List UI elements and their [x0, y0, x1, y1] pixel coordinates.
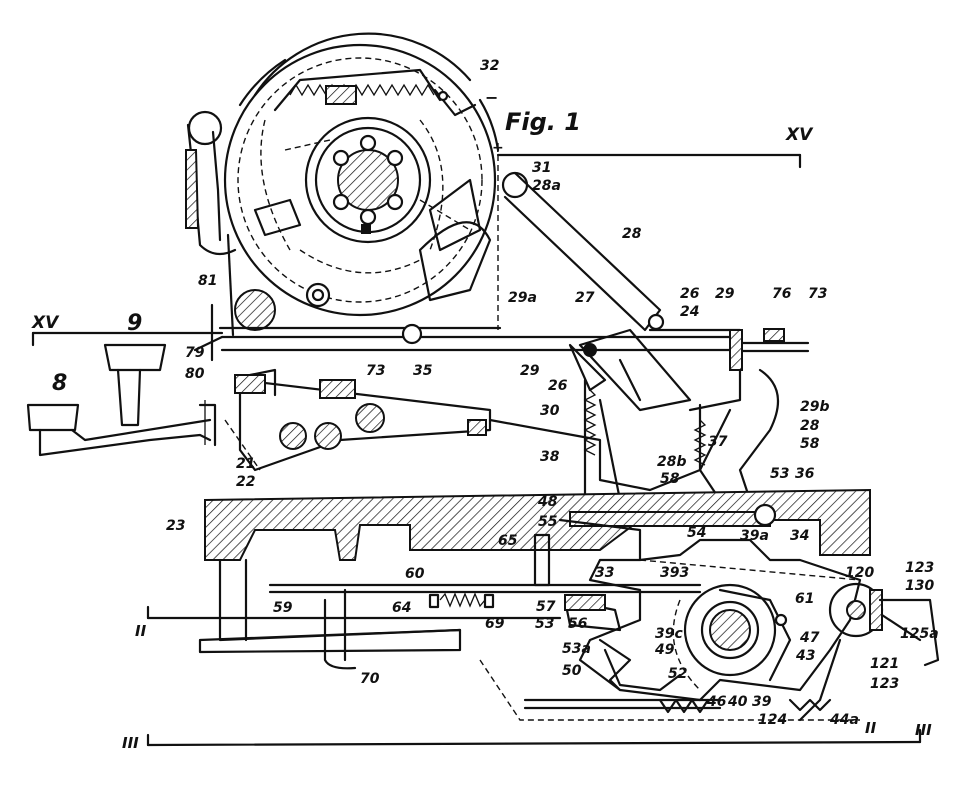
label-52: 52: [668, 666, 687, 682]
label-36: 36: [795, 466, 815, 482]
middle-plate: [224, 368, 702, 492]
section-mark-ii-right: II: [865, 719, 877, 737]
drum-wheel-assembly: [223, 32, 500, 317]
label-59: 59: [273, 600, 293, 616]
label-24: 24: [680, 304, 699, 320]
label-58: 58: [800, 436, 820, 452]
label-58-mid: 58: [660, 471, 680, 487]
label-37: 37: [708, 434, 728, 450]
label-32: 32: [480, 58, 499, 74]
label-40: 40: [727, 694, 748, 710]
label-47: 47: [799, 630, 820, 646]
label-121: 121: [870, 656, 899, 672]
label-38: 38: [540, 449, 560, 465]
label-21: 21: [236, 456, 255, 472]
label-76: 76: [772, 286, 792, 302]
label-55: 55: [538, 514, 558, 530]
label-39a: 39a: [740, 528, 769, 544]
label-26: 26: [680, 286, 700, 302]
label-48: 48: [537, 494, 558, 510]
label-57: 57: [536, 599, 556, 615]
label-61: 61: [795, 591, 814, 607]
label-9: 9: [127, 311, 142, 336]
lever-arm-28: [501, 171, 665, 332]
label-28b: 28b: [657, 454, 687, 470]
label-73-left: 73: [366, 363, 385, 379]
section-mark-xv-right: XV: [785, 125, 814, 145]
label-39c: 39c: [655, 626, 683, 642]
label-69: 69: [485, 616, 505, 632]
label-29: 29: [715, 286, 735, 302]
label-27: 27: [575, 290, 595, 306]
label-29b: 29b: [800, 399, 830, 415]
label-29-mid: 29: [520, 363, 540, 379]
label-81: 81: [198, 273, 217, 289]
minus-sign: −: [485, 88, 498, 107]
label-28-lower: 28: [800, 418, 820, 434]
section-mark-ii-left: II: [135, 622, 147, 640]
horizontal-bar: [193, 323, 810, 412]
label-35: 35: [413, 363, 433, 379]
label-125a: 125a: [900, 626, 939, 642]
label-50: 50: [562, 663, 582, 679]
label-39: 39: [752, 694, 772, 710]
label-53a: 53a: [562, 641, 591, 657]
section-mark-iii-right: III: [915, 721, 932, 739]
label-49: 49: [654, 642, 675, 658]
label-64: 64: [392, 600, 411, 616]
label-29a: 29a: [508, 290, 537, 306]
label-8: 8: [52, 371, 67, 396]
label-124: 124: [758, 712, 787, 728]
label-30: 30: [540, 403, 560, 419]
section-lines: [31, 153, 922, 747]
label-28a: 28a: [532, 178, 561, 194]
left-bracket: [185, 110, 276, 362]
base-frame: [198, 488, 871, 670]
section-mark-iii-left: III: [122, 734, 139, 752]
figure-title: Fig. 1: [505, 108, 581, 136]
label-28: 28: [622, 226, 642, 242]
label-65: 65: [498, 533, 518, 549]
label-22: 22: [236, 474, 255, 490]
label-130: 130: [905, 578, 934, 594]
label-120: 120: [845, 565, 874, 581]
label-80: 80: [185, 366, 205, 382]
lower-right-mechanism: [479, 518, 940, 722]
label-60: 60: [405, 566, 425, 582]
label-53-lower: 53: [535, 616, 554, 632]
label-79: 79: [185, 345, 205, 361]
plus-sign: +: [492, 140, 504, 156]
label-23: 23: [166, 518, 185, 534]
label-53: 53: [770, 466, 789, 482]
label-54: 54: [687, 525, 706, 541]
cranked-handle: [26, 343, 217, 457]
label-73: 73: [808, 286, 827, 302]
label-56: 56: [568, 616, 588, 632]
label-123-top: 123: [905, 560, 934, 576]
label-43: 43: [795, 648, 815, 664]
label-123-bottom: 123: [870, 676, 899, 692]
label-34: 34: [790, 528, 809, 544]
label-46: 46: [706, 694, 727, 710]
section-mark-xv-left: XV: [31, 313, 60, 333]
label-31: 31: [532, 160, 551, 176]
label-70: 70: [360, 671, 380, 687]
label-26-lower: 26: [548, 378, 568, 394]
label-393: 393: [660, 565, 689, 581]
label-33: 33: [595, 565, 614, 581]
label-44a: 44a: [829, 712, 859, 728]
